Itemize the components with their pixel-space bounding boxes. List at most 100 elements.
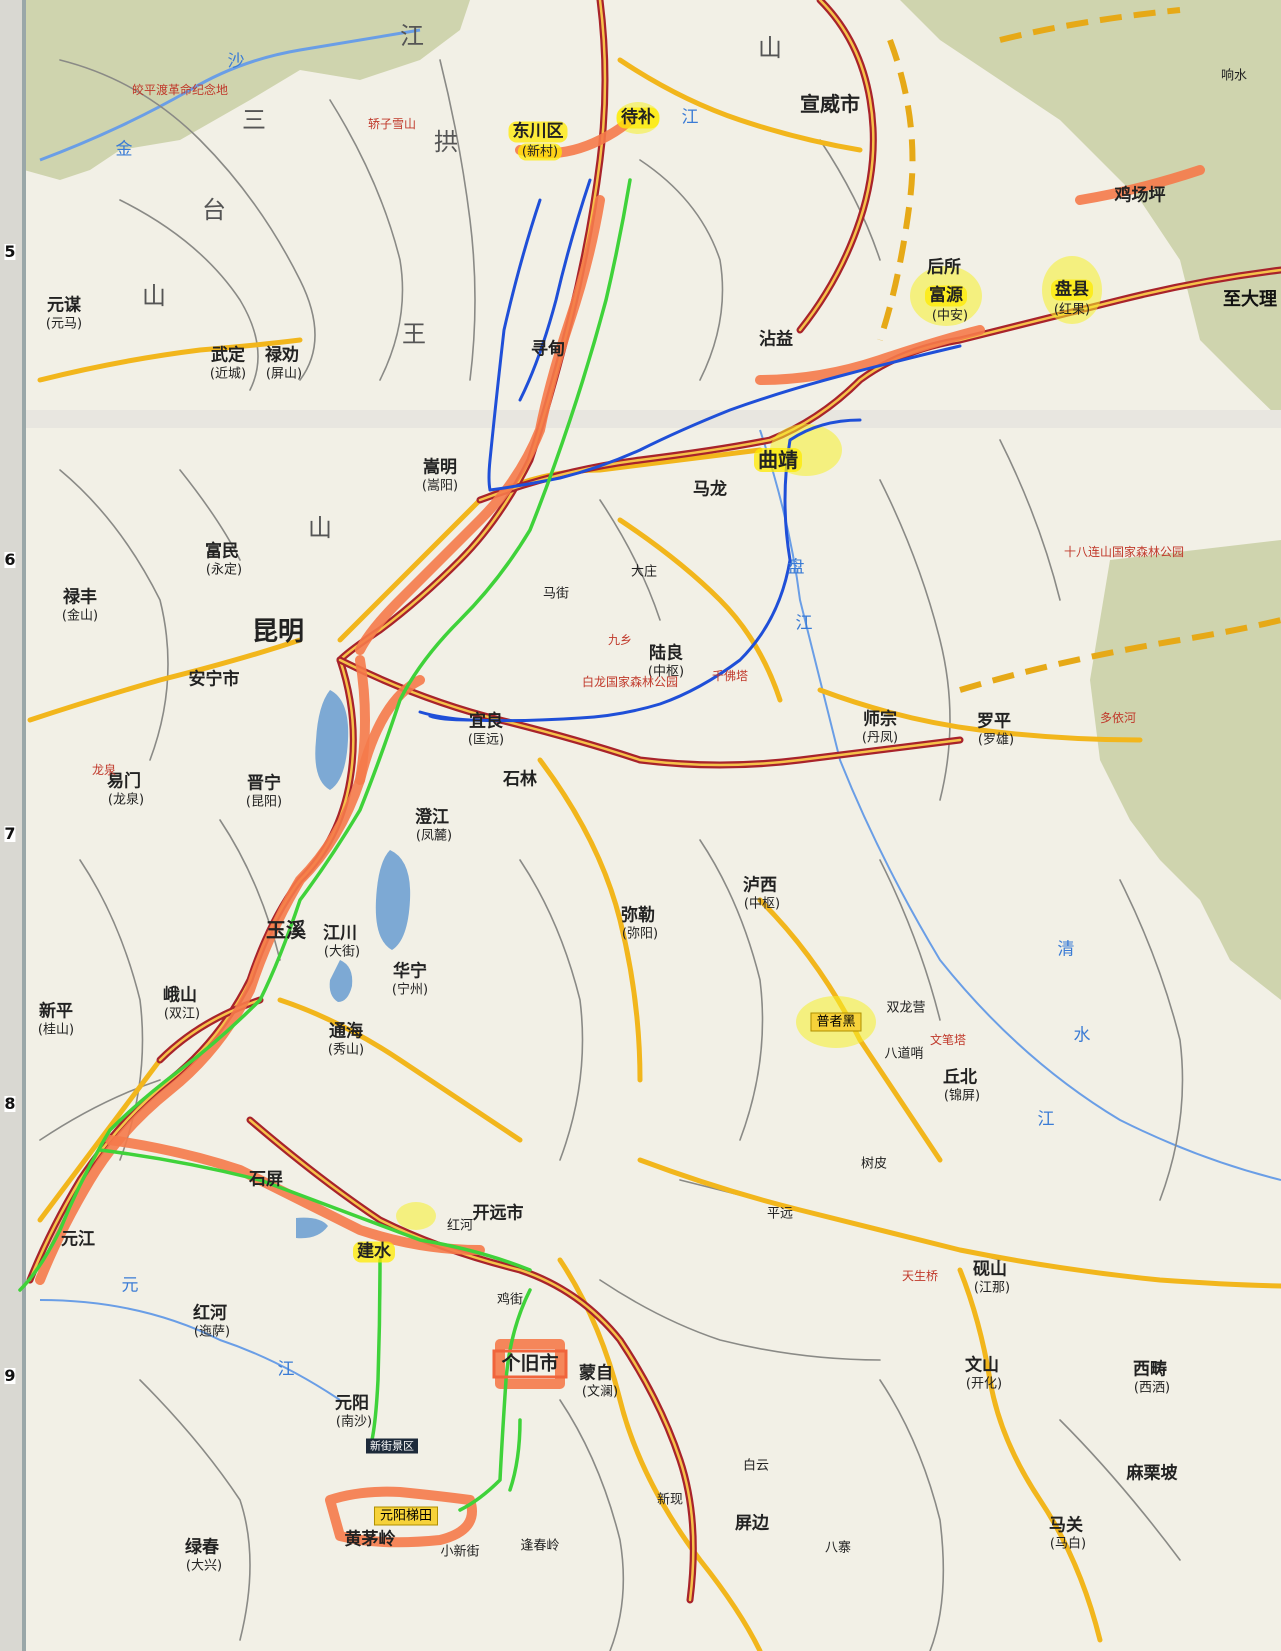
expressway-center-2 xyxy=(478,268,1281,502)
place-label: (大街) xyxy=(323,944,361,960)
place-label: 响水 xyxy=(1220,68,1248,84)
place-label: 元阳梯田 xyxy=(373,1506,439,1526)
place-label: 马街 xyxy=(542,586,570,602)
local-road-18 xyxy=(559,1399,625,1651)
place-label: 富民 xyxy=(205,541,239,562)
place-label: 石林 xyxy=(503,769,537,790)
place-label: (匡远) xyxy=(467,732,505,748)
place-label: (凤麓) xyxy=(415,828,453,844)
provincial-road-8 xyxy=(557,1257,763,1651)
place-label: (桂山) xyxy=(37,1022,75,1038)
place-label: 元阳 xyxy=(335,1393,369,1414)
place-label: (迤萨) xyxy=(193,1324,231,1340)
provincial-road-6 xyxy=(637,1157,1281,1289)
place-label: (宁州) xyxy=(391,982,429,998)
local-road-16 xyxy=(1119,879,1184,1201)
grid-row-label: 8 xyxy=(4,1094,16,1113)
place-label: 山 xyxy=(758,34,782,62)
provincial-road-12 xyxy=(617,57,863,153)
place-label: 后所 xyxy=(927,257,961,278)
local-road-1 xyxy=(119,199,259,391)
place-label: 晋宁 xyxy=(247,773,281,794)
place-label: 红河 xyxy=(193,1303,227,1324)
place-label: 天生桥 xyxy=(901,1269,939,1283)
place-label: 至大理 xyxy=(1223,289,1277,310)
place-label: (南沙) xyxy=(335,1414,373,1430)
yilong-lake xyxy=(296,1217,328,1239)
place-label: 待补 xyxy=(617,107,659,129)
place-label: 通海 xyxy=(329,1021,363,1042)
place-label: (大兴) xyxy=(185,1558,223,1574)
jinsha-river xyxy=(39,28,421,162)
grid-row-label: 6 xyxy=(4,550,16,569)
place-label: 逢春岭 xyxy=(520,1538,560,1554)
provincial-road-11 xyxy=(817,687,1143,743)
driven-route-green-3 xyxy=(458,1288,532,1512)
place-label: (双江) xyxy=(163,1006,201,1022)
place-label: 多依河 xyxy=(1099,711,1137,725)
place-label: 十八连山国家森林公园 xyxy=(1063,545,1185,559)
place-label: 华宁 xyxy=(393,961,427,982)
place-label: 新街景区 xyxy=(366,1438,418,1454)
xingyun-lake xyxy=(329,960,353,1002)
place-label: 石屏 xyxy=(249,1169,283,1190)
place-label: 澄江 xyxy=(415,807,449,828)
place-label: 龙泉 xyxy=(91,763,117,777)
local-road-22 xyxy=(39,1079,161,1141)
neighbor-province-sichuan xyxy=(24,0,470,180)
place-label: 蒙自 xyxy=(579,1363,613,1384)
grid-row-label: 5 xyxy=(4,242,16,261)
place-label: 东川区 xyxy=(508,121,568,143)
dianchi-lake xyxy=(315,690,349,790)
neighbor-province-guangxi xyxy=(1090,540,1281,1000)
local-road-15 xyxy=(879,859,941,1021)
place-label: (红果) xyxy=(1053,302,1091,318)
place-label: 宣威市 xyxy=(800,92,860,116)
local-road-12 xyxy=(219,819,281,961)
place-label: 西畴 xyxy=(1133,1359,1167,1380)
place-label: 金 xyxy=(115,139,133,160)
local-road-14 xyxy=(699,839,764,1141)
local-road-4 xyxy=(639,159,724,381)
place-label: (元马) xyxy=(45,316,83,332)
place-label: (锦屏) xyxy=(943,1088,981,1104)
place-label: 马关 xyxy=(1049,1515,1083,1536)
place-label: (龙泉) xyxy=(107,792,145,808)
driven-route-blue-3 xyxy=(487,198,542,492)
local-road-5 xyxy=(819,139,881,261)
highlight-marker-5 xyxy=(396,1202,436,1230)
local-road-17 xyxy=(139,1379,251,1641)
place-label: 宜良 xyxy=(469,711,503,732)
place-label: 山 xyxy=(142,282,166,310)
provincial-road-7 xyxy=(957,1267,1103,1643)
planned-route-orange-2 xyxy=(35,655,370,1285)
place-label: 鸡场坪 xyxy=(1114,185,1166,206)
place-label: 元江 xyxy=(61,1229,95,1250)
place-label: 弥勒 xyxy=(621,905,655,926)
local-road-10 xyxy=(999,439,1061,601)
place-label: 麻栗坡 xyxy=(1126,1463,1178,1484)
place-label: (马白) xyxy=(1049,1536,1087,1552)
place-label: 文笔塔 xyxy=(929,1033,967,1047)
local-road-8 xyxy=(599,499,661,621)
place-label: 元谋 xyxy=(47,295,81,316)
expressway-center-4 xyxy=(338,658,962,767)
place-label: 丘北 xyxy=(943,1067,977,1088)
fuxian-lake xyxy=(375,850,411,950)
place-label: (丹凤) xyxy=(861,730,899,746)
place-label: (嵩阳) xyxy=(421,478,459,494)
provincial-road-9 xyxy=(277,997,523,1143)
place-label: 红河 xyxy=(446,1218,474,1234)
place-label: 拱 xyxy=(434,128,458,156)
yuan-river xyxy=(39,1299,341,1401)
place-label: 禄丰 xyxy=(63,587,97,608)
place-label: 盘 xyxy=(787,557,805,578)
place-label: 师宗 xyxy=(863,709,897,730)
province-border xyxy=(877,7,1281,693)
driven-route-blue-0 xyxy=(488,344,962,492)
local-road-23 xyxy=(599,1279,881,1361)
neighbor-province-guizhou-north xyxy=(900,0,1281,420)
place-label: 玉溪 xyxy=(266,918,306,942)
place-label: 砚山 xyxy=(973,1259,1007,1280)
